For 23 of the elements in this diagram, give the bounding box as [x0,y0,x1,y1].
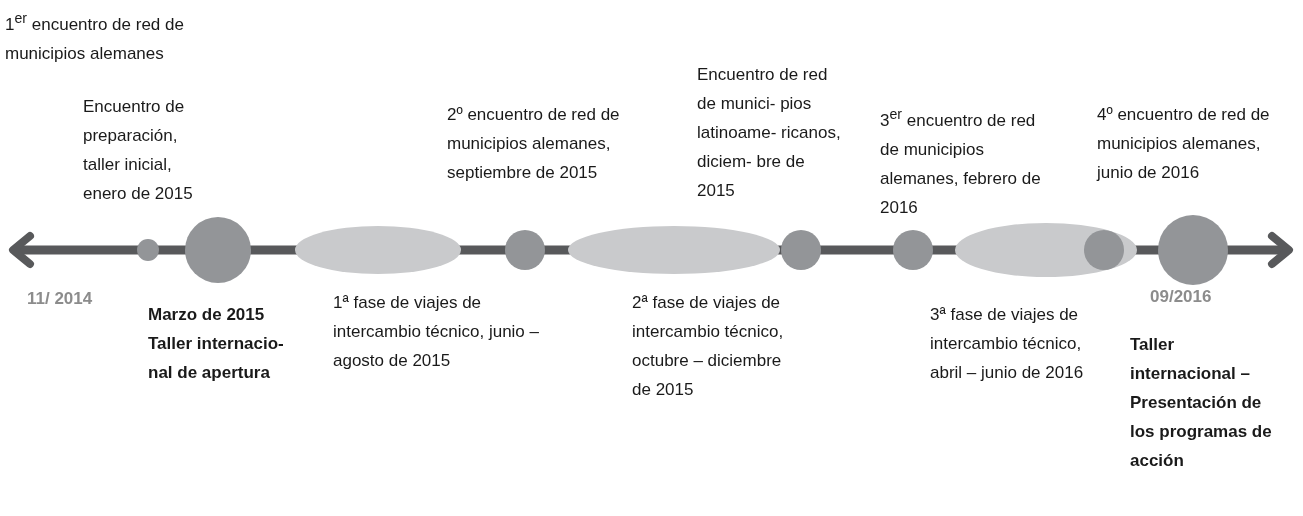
phase-ellipse [955,223,1137,277]
event-circle [1084,230,1124,270]
event-description: 3$^{er}$ encuentro de red de municipios alemanes, febrero de 2016 [880,105,1042,219]
event-description: Encuentro de preparación, taller inicial, enero de 2015 [83,96,194,205]
event-circle [1158,215,1228,285]
phase-ellipse [568,226,780,274]
event-circle [137,239,159,261]
event-description: 3ª fase de viajes de intercambio técnico, abril – junio de 2016 [930,304,1085,384]
event-circle [185,217,251,283]
event-description: 2ª fase de viajes de intercambio técnico, octubre – diciembre de 2015 [632,292,785,401]
event-description: 4º encuentro de red de municipios alemanes, junio de 2016 [1097,104,1271,184]
event-description: Encuentro de red de munici- pios latinoame- ricanos, diciem- bre de 2015 [697,64,842,202]
date-label: 11/ 2014 [27,289,93,309]
event-description: 1$^{er}$ encuentro de red de municipios alemanes [5,9,185,65]
event-description: Taller internacional – Presentación de los programas de acción [1130,334,1273,472]
date-label: 09/2016 [1150,287,1212,307]
event-description: 1ª fase de viajes de intercambio técnico, junio – agosto de 2015 [333,292,540,372]
phase-ellipse [295,226,461,274]
event-circle [781,230,821,270]
event-description: 2º encuentro de red de municipios alemanes, septiembre de 2015 [447,104,621,184]
event-circle [893,230,933,270]
event-description: Marzo de 2015 Taller internacio- nal de apertura [148,304,285,384]
event-circle [505,230,545,270]
